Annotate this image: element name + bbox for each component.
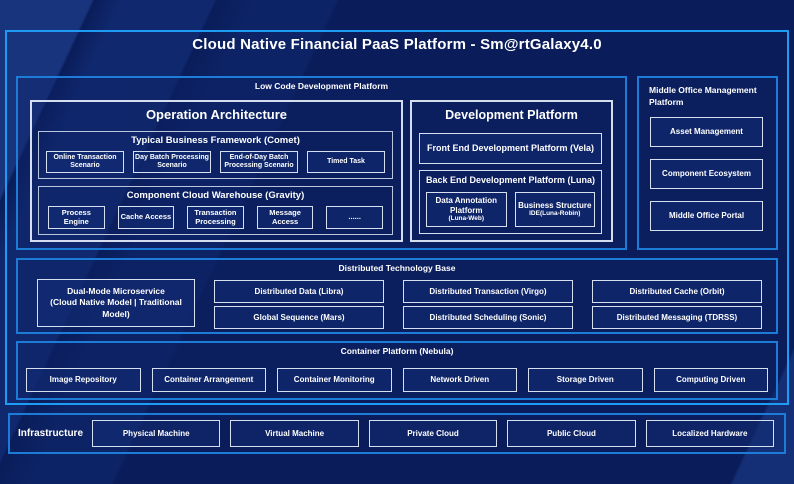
infrastructure-box: Public Cloud <box>507 420 636 447</box>
development-platform-box: Development Platform Front End Developme… <box>410 100 613 242</box>
tool-subname: IDE(Luna-Robin) <box>529 210 581 218</box>
infrastructure-box: Private Cloud <box>368 420 498 447</box>
dual-mode-title: Dual-Mode Microservice <box>67 286 165 297</box>
distributed-capability-box: Distributed Transaction (Virgo) <box>403 280 573 303</box>
front-end-platform-box: Front End Development Platform (Vela) <box>419 133 602 164</box>
container-platform-title: Container Platform (Nebula) <box>340 346 454 356</box>
middle-office-item: Middle Office Portal <box>650 201 763 231</box>
back-end-platform-box: Back End Development Platform (Luna) Dat… <box>419 170 602 234</box>
tool-subname: (Luna-Web) <box>448 215 485 223</box>
distributed-capability-box: Distributed Data (Libra) <box>214 280 384 303</box>
distributed-capability-box: Global Sequence (Mars) <box>214 306 384 329</box>
container-capability-box: Container Monitoring <box>277 368 392 392</box>
tool-name: Data Annotation Platform <box>435 196 497 215</box>
infrastructure-box: Virtual Machine <box>230 420 359 447</box>
back-end-tool-box: Business Structure IDE(Luna-Robin) <box>514 192 595 227</box>
component-box: ...... <box>326 206 383 229</box>
infrastructure-box: Localized Hardware <box>645 420 775 447</box>
low-code-development-platform-section: Low Code Development Platform Operation … <box>16 76 627 250</box>
scenario-box: Day Batch Processing Scenario <box>133 151 211 173</box>
component-cloud-warehouse-items: Process Engine Cache Access Transaction … <box>48 206 383 229</box>
distributed-technology-base-section: Distributed Technology Base Dual-Mode Mi… <box>16 258 778 334</box>
page-title: Cloud Native Financial PaaS Platform - S… <box>192 36 602 53</box>
distributed-section-title: Distributed Technology Base <box>338 263 456 273</box>
component-box: Message Access <box>256 206 314 229</box>
development-platform-title: Development Platform <box>445 108 578 122</box>
scenario-box: End-of-Day Batch Processing Scenario <box>220 151 298 173</box>
operation-architecture-box: Operation Architecture Typical Business … <box>30 100 403 242</box>
back-end-platform-title: Back End Development Platform (Luna) <box>425 175 596 185</box>
typical-business-framework-items: Online Transaction Scenario Day Batch Pr… <box>46 151 385 173</box>
middle-office-item: Asset Management <box>650 117 763 147</box>
component-box: Process Engine <box>48 206 105 229</box>
infrastructure-box: Physical Machine <box>92 420 221 447</box>
infrastructure-items: Physical Machine Virtual Machine Private… <box>92 420 775 447</box>
component-box: Transaction Processing <box>187 206 244 229</box>
back-end-tool-box: Data Annotation Platform (Luna-Web) <box>426 192 507 227</box>
typical-business-framework-title: Typical Business Framework (Comet) <box>131 135 300 146</box>
middle-office-management-section: Middle Office Management Platform Asset … <box>637 76 778 250</box>
container-platform-items: Image Repository Container Arrangement C… <box>26 368 768 392</box>
container-capability-box: Computing Driven <box>653 368 768 392</box>
container-platform-section: Container Platform (Nebula) Image Reposi… <box>16 341 778 400</box>
operation-architecture-title: Operation Architecture <box>145 107 288 122</box>
scenario-box: Timed Task <box>307 151 385 173</box>
distributed-capability-box: Distributed Cache (Orbit) <box>592 280 762 303</box>
infrastructure-section: Infrastructure Physical Machine Virtual … <box>8 413 786 454</box>
dual-mode-microservice-box: Dual-Mode Microservice (Cloud Native Mod… <box>37 279 195 327</box>
scenario-box: Online Transaction Scenario <box>46 151 124 173</box>
component-cloud-warehouse-box: Component Cloud Warehouse (Gravity) Proc… <box>38 186 393 235</box>
back-end-platform-items: Data Annotation Platform (Luna-Web) Busi… <box>426 192 595 227</box>
distributed-capability-box: Distributed Scheduling (Sonic) <box>403 306 573 329</box>
distributed-capability-box: Distributed Messaging (TDRSS) <box>592 306 762 329</box>
low-code-section-title: Low Code Development Platform <box>254 81 389 91</box>
middle-office-section-title: Middle Office Management Platform <box>649 85 757 107</box>
component-box: Cache Access <box>117 206 175 229</box>
infrastructure-title: Infrastructure <box>18 428 84 439</box>
container-capability-box: Network Driven <box>402 368 517 392</box>
middle-office-item: Component Ecosystem <box>650 159 763 189</box>
dual-mode-subtitle: (Cloud Native Model | Traditional Model) <box>50 297 182 319</box>
typical-business-framework-box: Typical Business Framework (Comet) Onlin… <box>38 131 393 179</box>
container-capability-box: Storage Driven <box>528 368 643 392</box>
tool-name: Business Structure <box>518 200 592 210</box>
platform-frame <box>5 30 789 405</box>
container-capability-box: Container Arrangement <box>151 368 266 392</box>
container-capability-box: Image Repository <box>26 368 141 392</box>
component-cloud-warehouse-title: Component Cloud Warehouse (Gravity) <box>126 190 305 201</box>
